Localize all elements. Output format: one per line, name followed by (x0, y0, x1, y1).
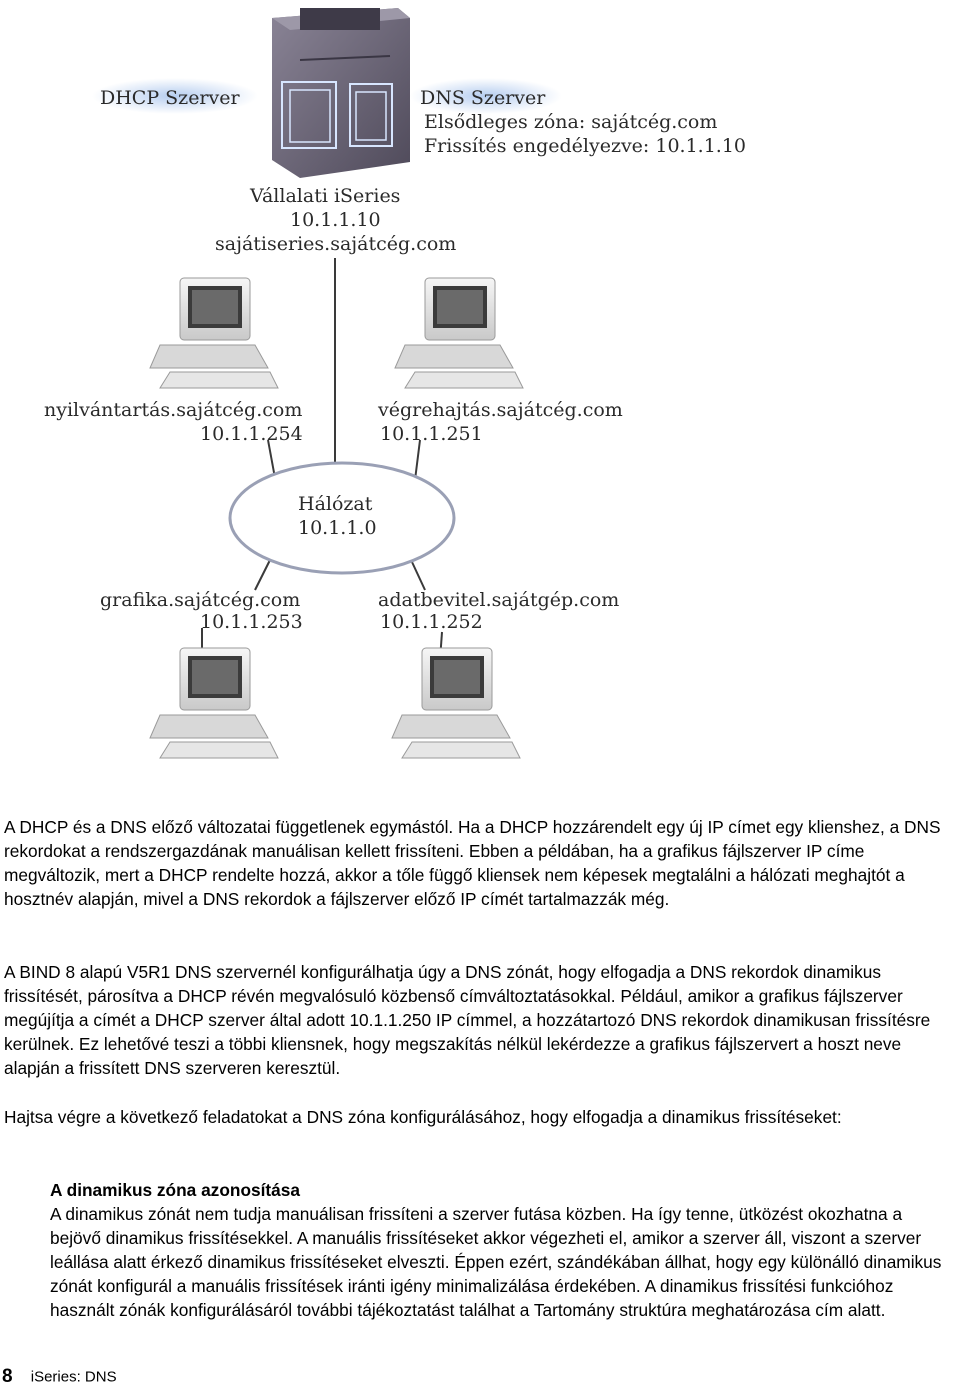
page-footer: 8 iSeries: DNS (2, 1366, 117, 1388)
computer-icon (149, 277, 279, 389)
computer-icon (391, 647, 521, 759)
network-ellipse (228, 461, 456, 575)
client-3-ip-label: 10.1.1.253 (200, 611, 303, 633)
dns-server-label: DNS Szerver (420, 87, 546, 109)
client-1-host-label: nyilvántartás.sajátcég.com (44, 399, 302, 421)
dns-label-highlight (410, 78, 562, 114)
iseries-name-label: Vállalati iSeries (249, 185, 400, 207)
subsection-dynamic-zone: A dinamikus zóna azonosítása A dinamikus… (50, 1178, 955, 1322)
iseries-ip-label: 10.1.1.10 (290, 209, 381, 231)
client-2-host-label: végrehajtás.sajátcég.com (377, 399, 623, 421)
dns-zone-label: Elsődleges zóna: sajátcég.com (424, 111, 717, 133)
client-4-host-label: adatbevitel.sajátgép.com (378, 589, 619, 611)
network-diagram: DHCP Szerver DNS Szerver Elsődleges zóna… (44, 8, 746, 759)
paragraph-bind8-dynamic-update: A BIND 8 alapú V5R1 DNS szervernél konfi… (4, 962, 931, 1078)
subsection-heading: A dinamikus zóna azonosítása (50, 1180, 300, 1200)
paragraph-task-intro: Hajtsa végre a következő feladatokat a D… (4, 1107, 842, 1127)
client-2-ip-label: 10.1.1.251 (380, 423, 483, 445)
dhcp-label-highlight (92, 78, 258, 114)
dhcp-server-label: DHCP Szerver (100, 87, 240, 109)
network-ip-label: 10.1.1.0 (298, 517, 377, 539)
iseries-server (272, 8, 410, 178)
client-1-ip-label: 10.1.1.254 (200, 423, 303, 445)
computer-icon (394, 277, 524, 389)
iseries-host-label: sajátiseries.sajátcég.com (215, 233, 456, 255)
client-4-ip-label: 10.1.1.252 (380, 611, 483, 633)
client-3-host-label: grafika.sajátcég.com (100, 589, 300, 611)
computer-icon (149, 647, 279, 759)
network-name-label: Hálózat (298, 493, 373, 515)
subsection-text: A dinamikus zónát nem tudja manuálisan f… (50, 1204, 942, 1320)
page-number: 8 (2, 1366, 13, 1387)
dns-update-label: Frissítés engedélyezve: 10.1.1.10 (424, 135, 746, 157)
paragraph-dhcp-dns-history: A DHCP és a DNS előző változatai függetl… (4, 817, 941, 909)
running-title: iSeries: DNS (30, 1368, 117, 1386)
